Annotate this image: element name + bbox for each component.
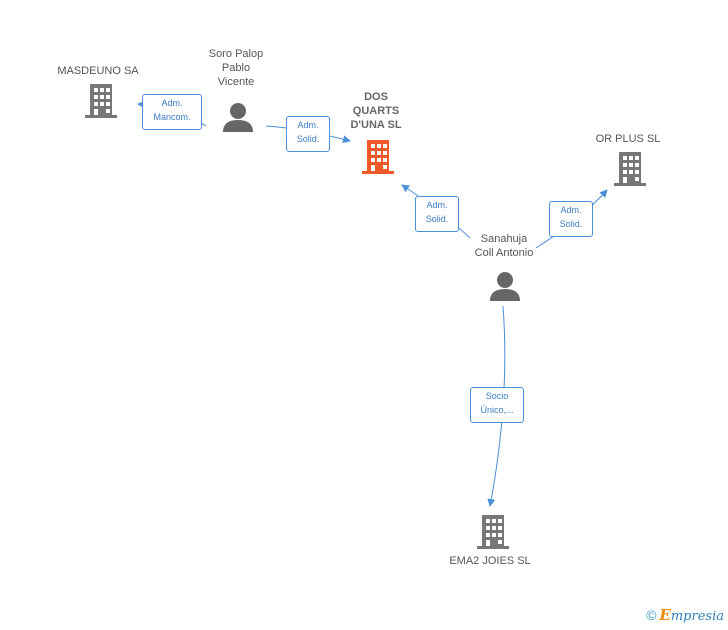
copyright-icon: © (646, 607, 657, 623)
building-icon-masdeuno[interactable] (85, 84, 117, 118)
edge-label-sanahuja-dos-quarts[interactable]: Adm. Solid. (415, 196, 459, 232)
building-icon-dos-quarts[interactable] (362, 140, 394, 174)
building-icon-or-plus[interactable] (614, 152, 646, 186)
edge-label-soro-dos-quarts[interactable]: Adm. Solid. (286, 116, 330, 152)
node-label-sanahuja: Sanahuja Coll Antonio (474, 233, 534, 259)
node-label-ema2: EMA2 JOIES SL (449, 555, 531, 567)
node-label-or-plus: OR PLUS SL (595, 133, 661, 145)
footer-brand: ©Empresia (646, 606, 724, 624)
building-icon-ema2[interactable] (477, 515, 509, 549)
person-icon-soro[interactable] (223, 102, 253, 132)
person-icon-sanahuja[interactable] (490, 271, 520, 301)
node-label-masdeuno: MASDEUNO SA (57, 65, 139, 77)
node-label-soro: Soro Palop Pablo Vicente (208, 48, 264, 88)
brand-logo-name: mpresia (670, 609, 724, 624)
edge-label-soro-masdeuno[interactable]: Adm. Mancom. (142, 94, 202, 130)
edge-label-sanahuja-ema2[interactable]: Socio Único,... (470, 387, 524, 423)
brand-logo-initial: E (659, 606, 671, 624)
node-label-dos-quarts: DOS QUARTS D'UNA SL (350, 91, 402, 131)
edge-label-sanahuja-or-plus[interactable]: Adm. Solid. (549, 201, 593, 237)
